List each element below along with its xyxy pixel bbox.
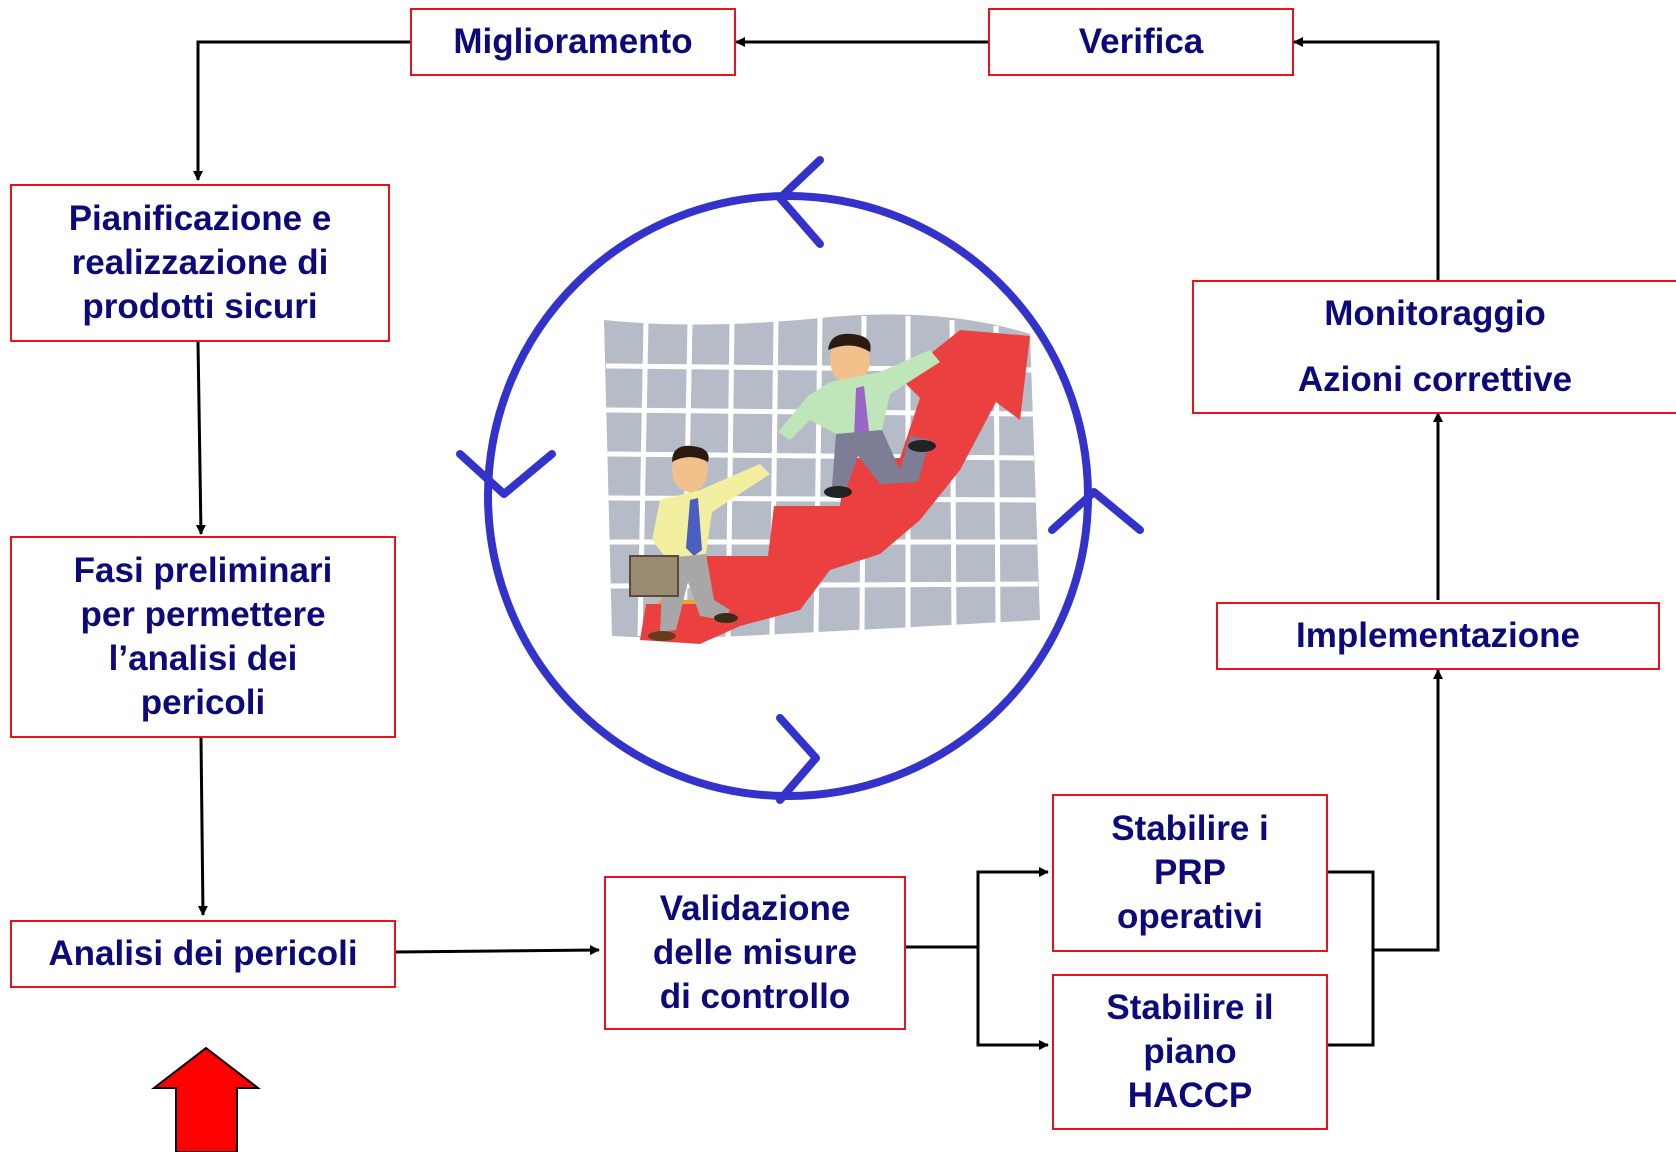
node-miglioramento-line-1: Miglioramento — [453, 22, 693, 61]
arrow-validazione-to-prp — [904, 867, 1049, 949]
node-fasi-line-2: per permettere — [80, 595, 326, 634]
node-validazione: Validazione delle misure di controllo — [604, 876, 906, 1030]
businessmen-climbing-illustration — [604, 314, 1040, 644]
node-fasi-preliminari: Fasi preliminari per permettere l’analis… — [10, 536, 396, 738]
node-fasi-line-3: l’analisi dei — [108, 639, 298, 678]
node-fasi-line-1: Fasi preliminari — [73, 551, 333, 590]
start-up-arrow — [151, 1046, 261, 1152]
cycle-chevron-bottom — [776, 714, 820, 804]
node-fasi-line-4: pericoli — [140, 683, 266, 722]
node-stabilire-prp: Stabilire i PRP operativi — [1052, 794, 1328, 952]
arrow-monitoraggio-to-verifica — [1293, 37, 1440, 280]
briefcase-icon — [629, 555, 679, 597]
cycle-chevron-left — [456, 450, 556, 498]
node-miglioramento: Miglioramento — [410, 8, 736, 76]
node-pianificazione-line-2: realizzazione di — [71, 243, 329, 282]
node-stabilire-haccp: Stabilire il piano HACCP — [1052, 974, 1328, 1130]
cycle-circle — [456, 156, 1144, 804]
node-verifica: Verifica — [988, 8, 1294, 76]
arrow-miglioramento-to-pianificazione — [193, 40, 410, 181]
node-monitoraggio-line-2: Azioni correttive — [1297, 360, 1573, 399]
arrow-fasi-to-analisi — [197, 737, 208, 916]
node-pianificazione-line-3: prodotti sicuri — [82, 287, 318, 326]
node-monitoraggio: Monitoraggio Azioni correttive — [1192, 280, 1676, 414]
node-analisi-pericoli: Analisi dei pericoli — [10, 920, 396, 988]
arrow-analisi-to-validazione — [395, 945, 600, 956]
cycle-chevron-right — [1048, 488, 1144, 534]
red-growth-arrow — [640, 330, 1030, 644]
arrow-pianificazione-to-fasi — [195, 341, 206, 535]
connector-lines — [193, 37, 1443, 1050]
arrow-validazione-to-haccp — [976, 947, 1049, 1050]
node-implementazione: Implementazione — [1216, 602, 1660, 670]
node-prp-line-3: operativi — [1117, 897, 1263, 936]
arrow-merge-to-implementazione — [1373, 669, 1443, 952]
businessman-lower — [629, 445, 770, 641]
node-validazione-line-1: Validazione — [659, 889, 851, 928]
node-prp-line-2: PRP — [1154, 853, 1226, 892]
node-analisi-line-1: Analisi dei pericoli — [48, 934, 358, 973]
node-haccp-line-2: piano — [1143, 1032, 1237, 1071]
line-haccp-merge — [1327, 950, 1375, 1047]
node-pianificazione: Pianificazione e realizzazione di prodot… — [10, 184, 390, 342]
cycle-chevron-top — [776, 156, 824, 248]
node-haccp-line-3: HACCP — [1127, 1076, 1253, 1115]
line-prp-merge — [1327, 870, 1375, 950]
node-implementazione-line-1: Implementazione — [1296, 616, 1580, 655]
node-haccp-line-1: Stabilire il — [1106, 988, 1274, 1027]
node-validazione-line-2: delle misure — [652, 933, 858, 972]
node-verifica-line-1: Verifica — [1078, 22, 1204, 61]
node-monitoraggio-line-1: Monitoraggio — [1324, 294, 1546, 333]
node-prp-line-1: Stabilire i — [1111, 809, 1269, 848]
businessman-upper — [778, 333, 940, 498]
node-validazione-line-3: di controllo — [659, 977, 851, 1016]
node-pianificazione-line-1: Pianificazione e — [68, 199, 332, 238]
